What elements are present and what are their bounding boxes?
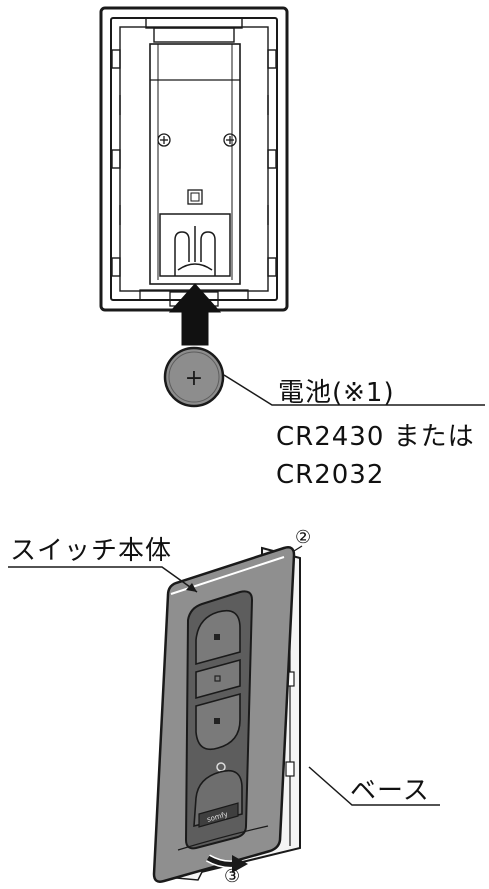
step2-marker: ② bbox=[295, 527, 312, 548]
left-clips bbox=[111, 49, 121, 277]
battery-holder bbox=[159, 213, 231, 277]
right-clips bbox=[267, 49, 277, 277]
screw-left bbox=[157, 133, 171, 147]
step2-leader-line bbox=[293, 545, 303, 552]
battery-title-label: 電池(※1) bbox=[278, 378, 395, 408]
base-inner-frame bbox=[110, 17, 278, 301]
brand-plate bbox=[198, 802, 239, 828]
switch-body-label: スイッチ本体 bbox=[10, 536, 173, 566]
insert-arrow-icon bbox=[168, 283, 222, 346]
indicator-square bbox=[187, 189, 203, 205]
stop-button bbox=[195, 658, 241, 700]
step3-marker: ③ bbox=[224, 866, 241, 887]
switch-body bbox=[152, 546, 296, 883]
base-back-view bbox=[99, 6, 289, 312]
battery-type-line2: CR2032 bbox=[276, 460, 385, 490]
base-leader-line bbox=[308, 766, 440, 806]
battery-type-line1: CR2430 または bbox=[276, 422, 475, 452]
stop-button-mark bbox=[214, 675, 221, 682]
down-button-mark bbox=[214, 718, 220, 724]
open-direction-arrow-icon bbox=[206, 854, 248, 873]
up-button-mark bbox=[214, 634, 220, 640]
base-label: ベース bbox=[350, 776, 430, 806]
battery-leader-line bbox=[223, 374, 485, 406]
switch-body-leader-line bbox=[8, 566, 198, 593]
screw-right bbox=[223, 133, 237, 147]
battery-plus-symbol: + bbox=[185, 366, 203, 391]
coin-battery bbox=[163, 346, 225, 408]
